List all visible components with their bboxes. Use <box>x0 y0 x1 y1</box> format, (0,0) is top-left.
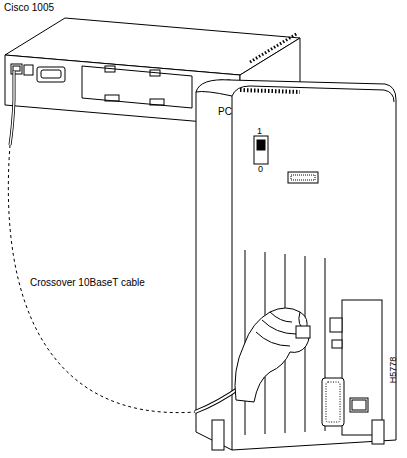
pc-box: PC <box>195 70 400 455</box>
node-title: Cisco 1005 <box>4 2 54 13</box>
figure-number: H5778 <box>388 357 398 384</box>
pc-illustration <box>195 80 396 450</box>
router-box: Cisco 1005 <box>0 0 305 145</box>
switch-mark: 1 <box>257 126 262 136</box>
edge-label: Crossover 10BaseT cable <box>30 277 145 288</box>
node-title: PC <box>218 106 232 117</box>
hand-illustration <box>235 308 310 402</box>
cable-connector <box>8 145 195 413</box>
switch-mark: 0 <box>258 164 263 174</box>
